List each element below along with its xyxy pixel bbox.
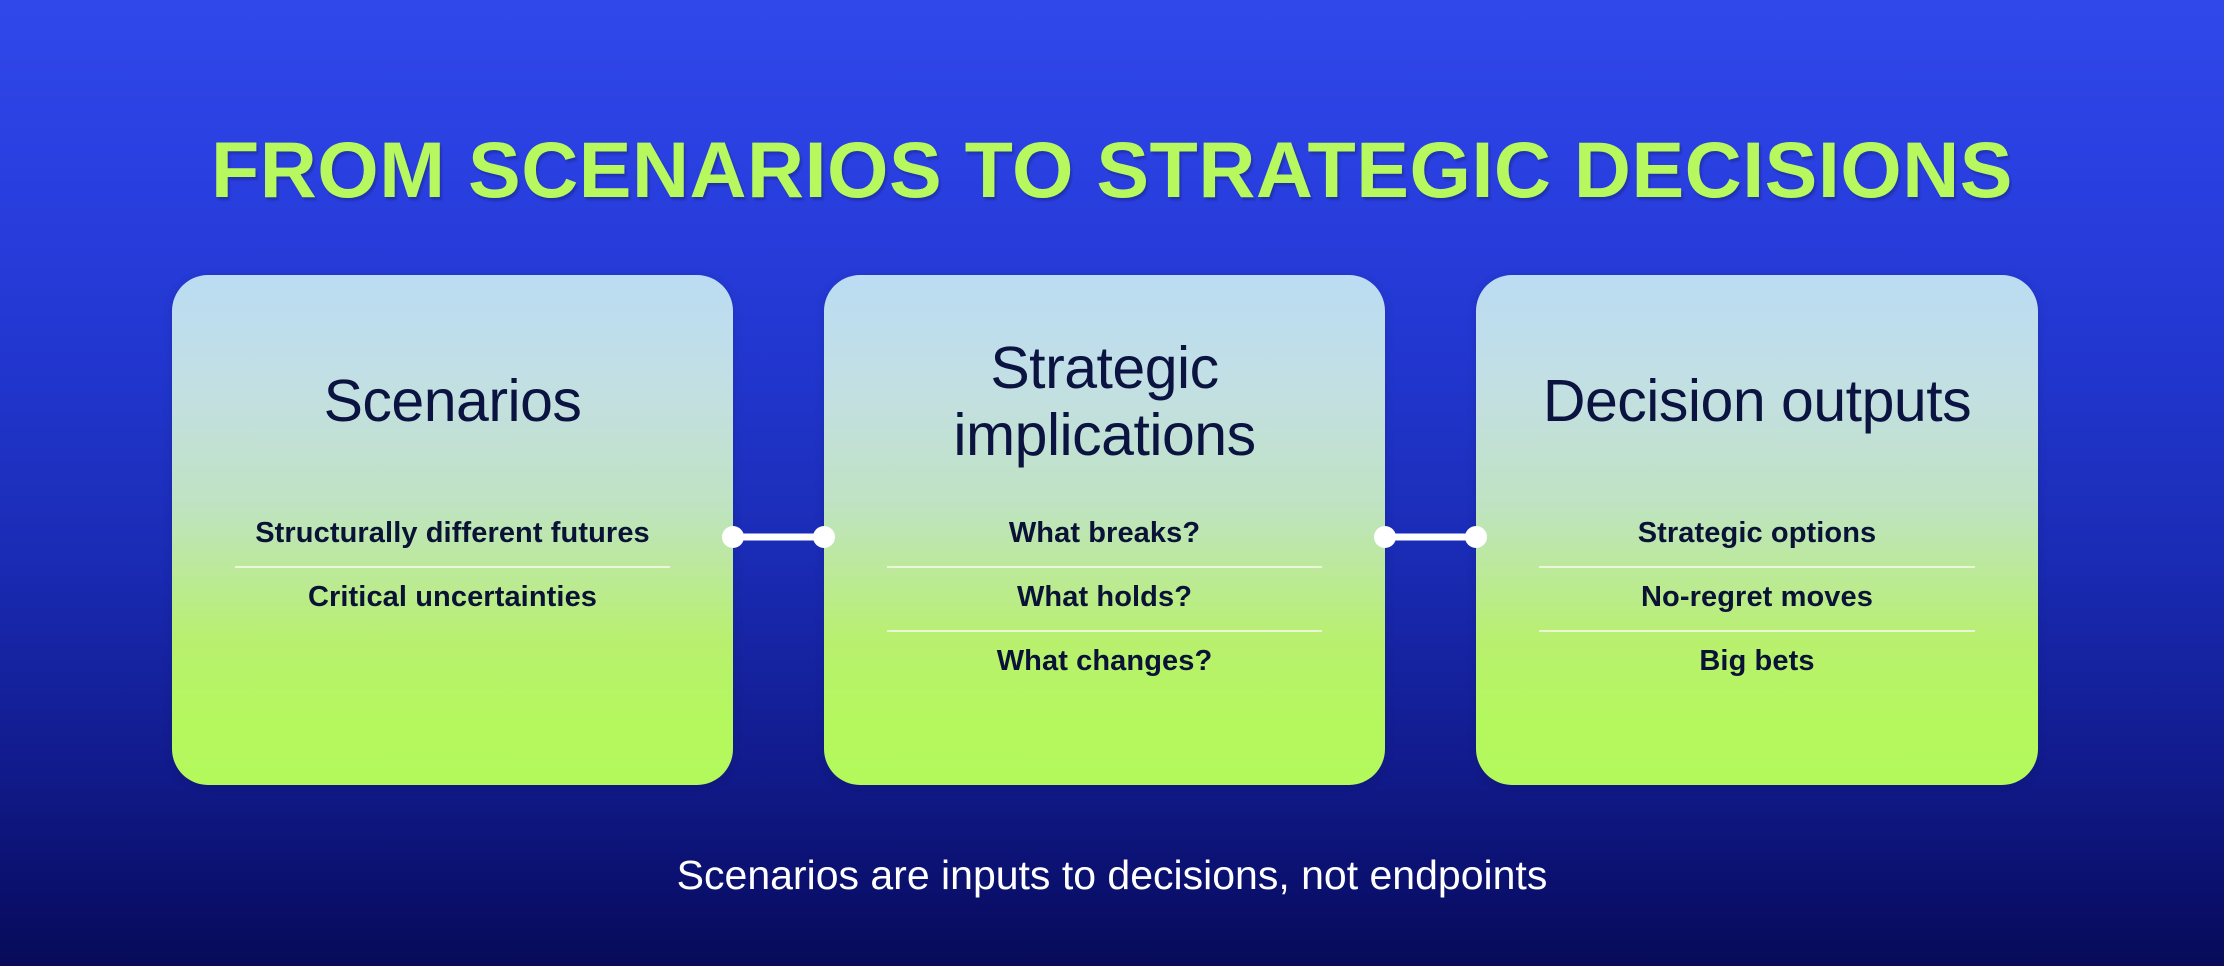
list-item: No-regret moves — [1641, 581, 1873, 613]
slide-caption: Scenarios are inputs to decisions, not e… — [676, 852, 1548, 898]
connector-scenarios-to-implications — [722, 526, 835, 548]
connector-dot-icon — [1465, 526, 1487, 548]
card-row: Scenarios Structurally different futures… — [172, 275, 2038, 785]
list-item: Structurally different futures — [255, 517, 650, 549]
card-decision-outputs-list: Strategic options No-regret moves Big be… — [1506, 504, 2008, 694]
connector-implications-to-outputs — [1374, 526, 1487, 548]
list-divider — [234, 566, 671, 568]
page-title: FROM SCENARIOS TO STRATEGIC DECISIONS — [211, 125, 2013, 214]
list-item: Critical uncertainties — [307, 581, 598, 613]
connector-line — [1382, 533, 1479, 541]
list-divider — [1538, 630, 1976, 632]
card-strategic-implications[interactable]: Strategic implications What breaks? What… — [824, 275, 1385, 785]
list-item: What changes? — [996, 645, 1213, 677]
connector-dot-icon — [1374, 526, 1396, 548]
list-divider — [1538, 566, 1976, 568]
card-scenarios-heading: Scenarios — [323, 368, 582, 435]
card-strategic-implications-heading: Strategic implications — [953, 335, 1256, 468]
list-divider — [886, 566, 1323, 568]
card-decision-outputs[interactable]: Decision outputs Strategic options No-re… — [1476, 275, 2038, 785]
connector-dot-icon — [722, 526, 744, 548]
card-scenarios[interactable]: Scenarios Structurally different futures… — [172, 275, 733, 785]
card-scenarios-list: Structurally different futures Critical … — [202, 504, 703, 630]
card-strategic-implications-list: What breaks? What holds? What changes? — [854, 504, 1355, 694]
list-divider — [886, 630, 1323, 632]
list-item: What holds? — [1016, 581, 1193, 613]
connector-dot-icon — [813, 526, 835, 548]
card-decision-outputs-heading: Decision outputs — [1542, 368, 1972, 435]
list-item: Strategic options — [1637, 517, 1877, 549]
list-item: What breaks? — [1008, 517, 1201, 549]
connector-line — [730, 533, 827, 541]
list-item: Big bets — [1699, 645, 1815, 677]
